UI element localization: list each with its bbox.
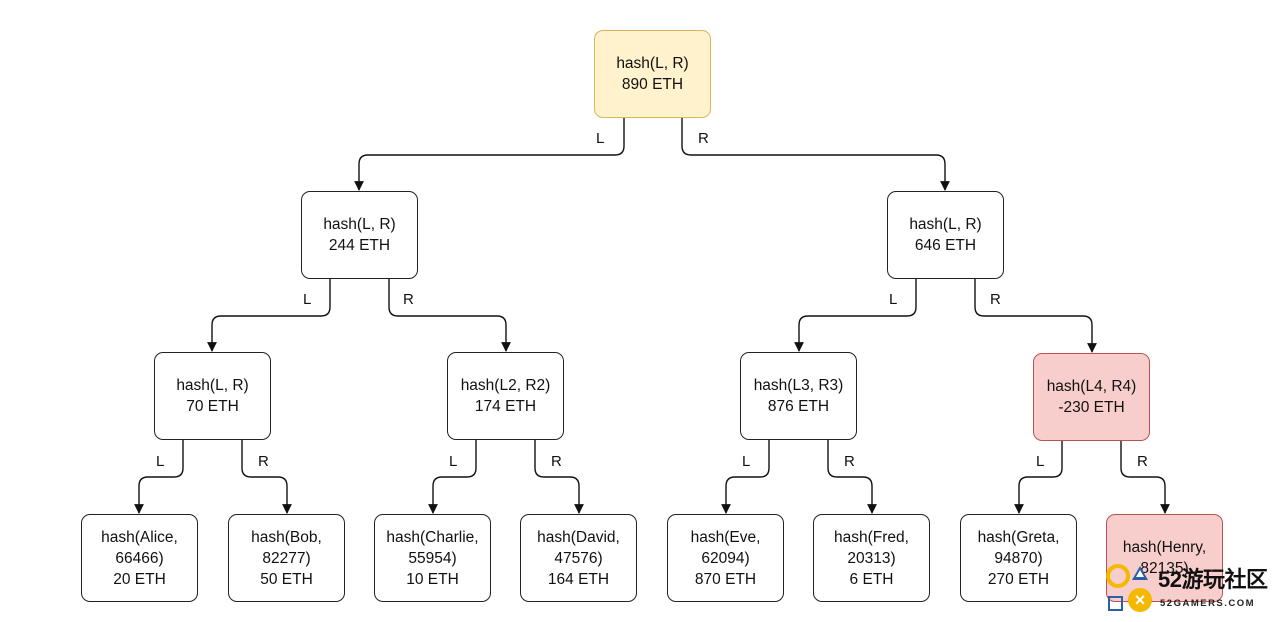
leaf-balance-id: 55954) [408,549,457,567]
root-node[interactable]: hash(L, R) 890 ETH [594,30,711,118]
node-value: 174 ETH [474,398,537,415]
node-left-left[interactable]: hash(L, R) 70 ETH [154,352,271,440]
edge-l-lr [388,279,511,352]
leaf-balance-id: 66466) [115,549,164,567]
node-hash: hash(L2, R2) [460,377,551,394]
node-right[interactable]: hash(L, R) 646 ETH [887,191,1004,279]
edge-root-right [681,118,950,191]
leaf-hash: hash(Eve, [690,528,761,546]
node-value: -230 ETH [1058,399,1125,416]
edge-r-rr [974,279,1097,353]
leaf-henry[interactable]: hash(Henry, 82135) [1106,514,1223,602]
edge-l-ll [207,279,331,352]
leaf-hash: hash(David, [537,528,620,546]
node-hash: hash(L, R) [616,55,689,72]
node-value: 876 ETH [767,398,830,415]
edge-r-rl [794,279,917,352]
edge-label-right: R [1134,454,1151,470]
node-hash: hash(L, R) [909,216,982,233]
edge-label-right: R [841,454,858,470]
node-value: 70 ETH [186,398,239,415]
node-left-right[interactable]: hash(L2, R2) 174 ETH [447,352,564,440]
leaf-hash: hash(Fred, [834,528,909,546]
edge-rl-eve [721,440,770,514]
edge-label-left: L [153,454,168,470]
leaf-charlie[interactable]: hash(Charlie, 55954) 10 ETH [374,514,491,602]
edge-label-left: L [446,454,461,470]
edge-lr-david [534,440,584,514]
watermark-logo: × 52游玩社区 52GAMERS.COM [1102,562,1280,620]
edge-root-left [354,118,625,191]
leaf-value: 270 ETH [987,570,1050,588]
edge-label-right: R [695,131,712,147]
node-hash: hash(L3, R3) [753,377,844,394]
edge-label-left: L [1033,454,1048,470]
edge-label-left: L [886,292,901,308]
edge-label-left: L [593,131,608,147]
node-right-right[interactable]: hash(L4, R4) -230 ETH [1033,353,1150,441]
node-value: 646 ETH [914,237,977,254]
edge-label-right: R [548,454,565,470]
leaf-value: 20 ETH [113,570,166,588]
leaf-bob[interactable]: hash(Bob, 82277) 50 ETH [228,514,345,602]
leaf-value: 10 ETH [406,570,459,588]
triangle-icon [1132,566,1148,580]
leaf-david[interactable]: hash(David, 47576) 164 ETH [520,514,637,602]
edge-label-right: R [987,292,1004,308]
leaf-hash: hash(Charlie, [386,528,479,546]
leaf-balance-id: 94870) [994,549,1043,567]
square-icon [1108,596,1123,611]
leaf-hash: hash(Alice, [101,528,178,546]
leaf-value: 50 ETH [260,570,313,588]
edge-label-right: R [255,454,272,470]
leaf-fred[interactable]: hash(Fred, 20313) 6 ETH [813,514,930,602]
edge-label-left: L [739,454,754,470]
node-hash: hash(L, R) [176,377,249,394]
leaf-balance-id: 82135) [1140,560,1189,577]
leaf-balance-id: 47576) [554,549,603,567]
leaf-balance-id: 20313) [847,549,896,567]
leaf-hash: hash(Bob, [251,528,322,546]
edge-label-right: R [400,292,417,308]
leaf-value: 870 ETH [694,570,757,588]
edge-label-left: L [300,292,315,308]
leaf-alice[interactable]: hash(Alice, 66466) 20 ETH [81,514,198,602]
leaf-balance-id: 82277) [262,549,311,567]
leaf-greta[interactable]: hash(Greta, 94870) 270 ETH [960,514,1077,602]
leaf-balance-id: 62094) [701,549,750,567]
node-value: 244 ETH [328,237,391,254]
node-hash: hash(L, R) [323,216,396,233]
edge-rl-fred [827,440,877,514]
leaf-value: 164 ETH [547,570,610,588]
edge-rr-henry [1120,441,1170,514]
edge-rr-greta [1014,441,1063,514]
node-right-left[interactable]: hash(L3, R3) 876 ETH [740,352,857,440]
edge-ll-alice [134,440,184,514]
cross-icon: × [1128,588,1152,612]
node-value: 890 ETH [621,76,684,93]
node-hash: hash(L4, R4) [1046,378,1137,395]
watermark-site: 52GAMERS.COM [1160,598,1256,609]
edge-ll-bob [241,440,292,514]
circle-icon [1106,564,1130,588]
watermark-brand: 52游玩社区 [1158,567,1268,592]
leaf-eve[interactable]: hash(Eve, 62094) 870 ETH [667,514,784,602]
leaf-hash: hash(Greta, [977,528,1060,546]
edge-lr-charlie [428,440,477,514]
leaf-hash: hash(Henry, [1122,539,1207,556]
leaf-value: 6 ETH [849,570,894,588]
node-left[interactable]: hash(L, R) 244 ETH [301,191,418,279]
